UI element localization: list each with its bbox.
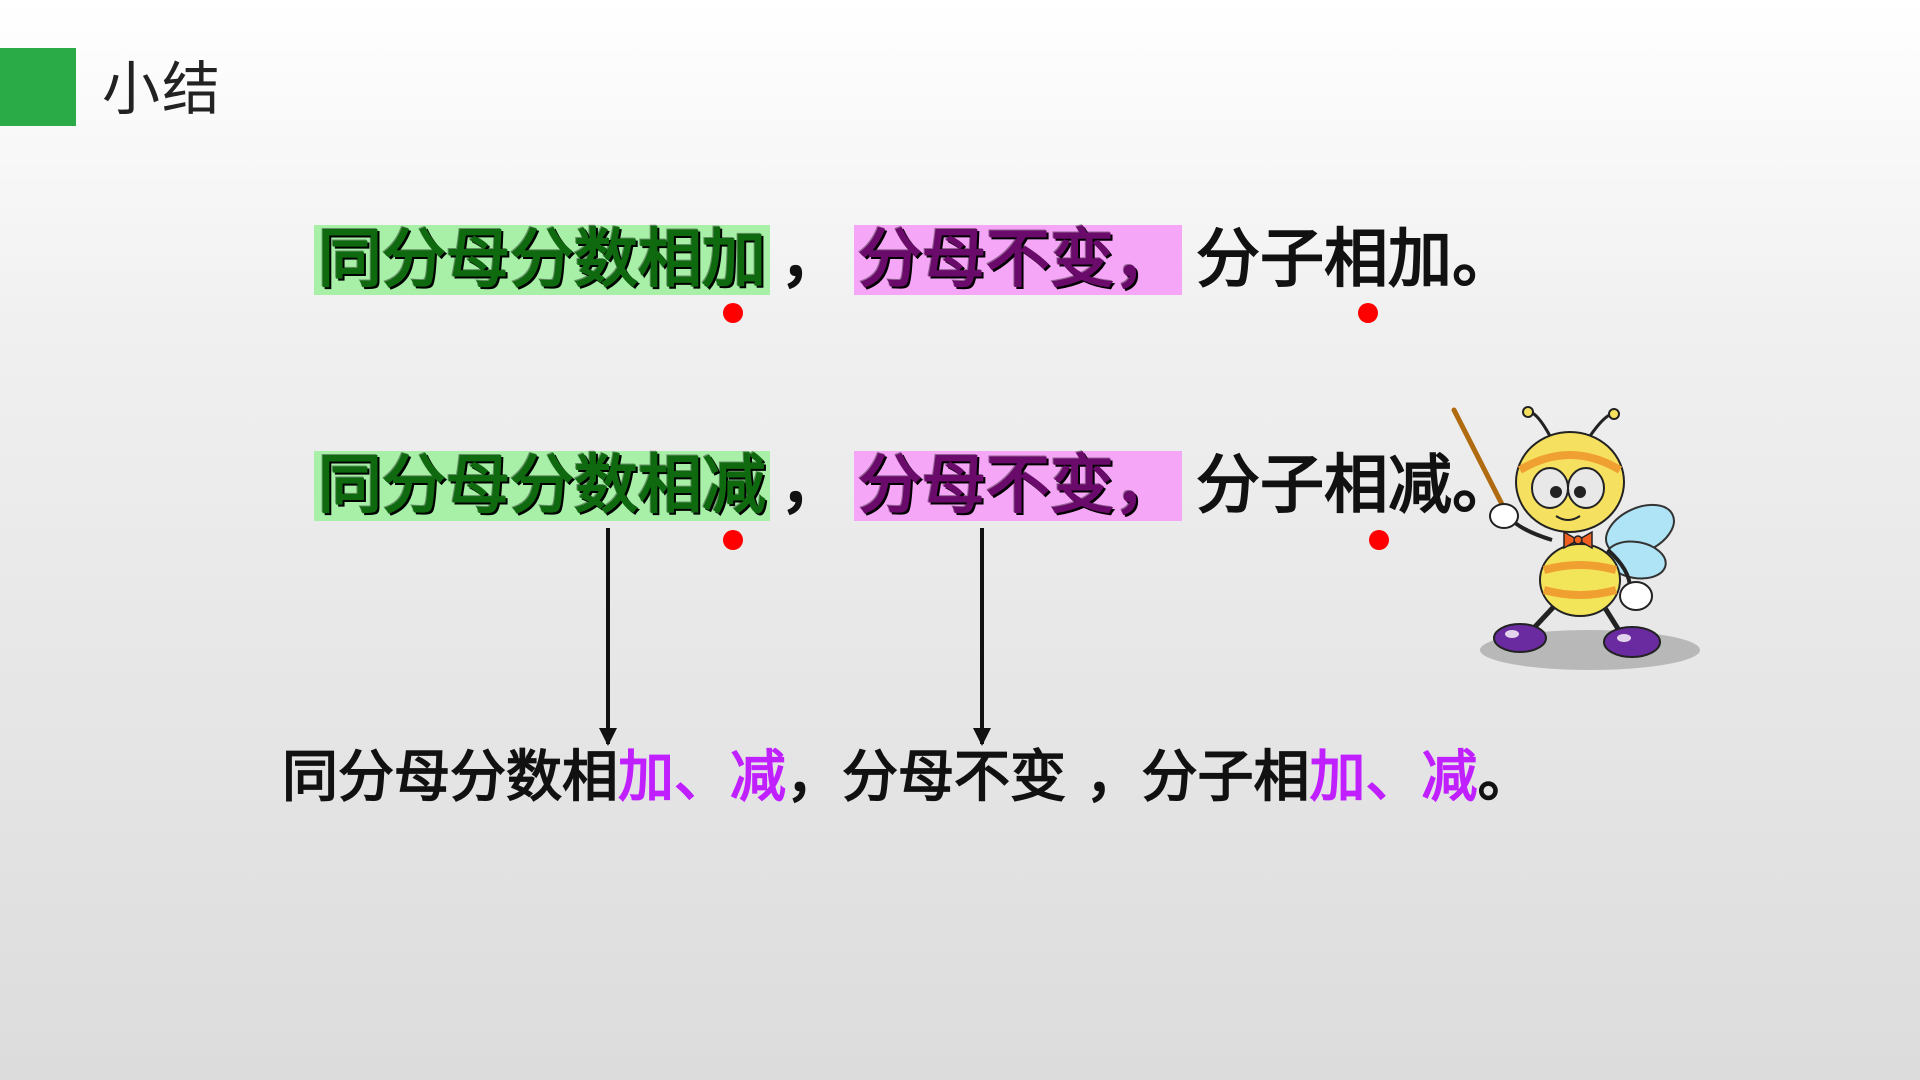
title-marker (0, 48, 76, 126)
rule-addition: 同分母分数相加，分母不变，分子相加。 (314, 225, 1516, 295)
slide-title: 小结 (102, 55, 223, 123)
rule-addition-comma: ， (780, 223, 844, 297)
rule-subtraction-numerator: 分子相减。 (1196, 449, 1516, 523)
rule-subtraction-condition: 同分母分数相减 (314, 451, 770, 521)
emphasis-dot (723, 303, 743, 323)
bee-mascot-icon (1451, 406, 1700, 670)
arrow-down-head (599, 728, 617, 746)
rule-subtraction-comma: ， (780, 449, 844, 523)
summary-operation-1: 加、减 (618, 745, 786, 810)
rule-addition-numerator: 分子相加。 (1196, 223, 1516, 297)
arrow-down (606, 528, 610, 744)
emphasis-dot (1369, 530, 1389, 550)
summary-end: 。 (1477, 745, 1534, 810)
arrow-down (980, 528, 984, 744)
rule-addition-condition: 同分母分数相加 (314, 225, 770, 295)
rule-summary: 同分母分数相加、减，分母不变 ，分子相加、减。 (282, 745, 1534, 811)
emphasis-dot (1358, 303, 1378, 323)
emphasis-dot (723, 530, 743, 550)
rule-addition-denominator: 分母不变， (854, 225, 1182, 295)
rule-subtraction: 同分母分数相减，分母不变，分子相减。 (314, 451, 1516, 521)
summary-part1: 同分母分数相 (282, 745, 618, 810)
rule-subtraction-denominator: 分母不变， (854, 451, 1182, 521)
arrow-down-head (973, 728, 991, 746)
summary-operation-2: 加、减 (1309, 745, 1478, 810)
summary-part2: ，分母不变 ，分子相 (786, 745, 1310, 810)
